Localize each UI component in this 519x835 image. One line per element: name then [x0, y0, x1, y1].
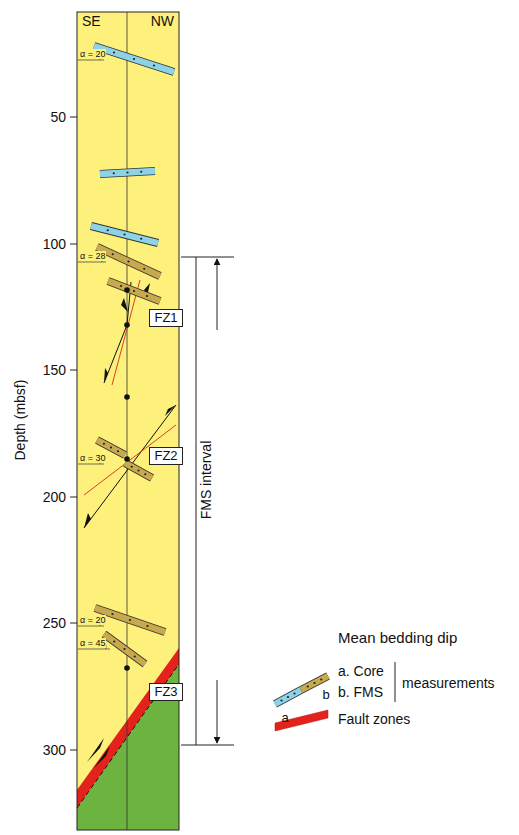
fault-zone-name: FZ1: [154, 311, 177, 326]
direction-label: NW: [151, 13, 174, 29]
legend-bracket: [395, 662, 396, 702]
depth-tick-label: 50: [50, 109, 66, 125]
legend-swatches: [275, 676, 328, 731]
sediment-column: [77, 12, 179, 830]
column-frame: [77, 12, 179, 830]
legend-swatch: [275, 710, 328, 731]
depth-tick-label: 250: [43, 615, 66, 631]
sample-letter: b: [322, 688, 329, 703]
fault-zone-tag: FZ1: [149, 309, 182, 328]
borehole-axis: [127, 12, 128, 830]
fault-base-line: [77, 664, 179, 808]
direction-label: SE: [82, 13, 101, 29]
depth-tick-label: 100: [43, 236, 66, 252]
legend-label: b. FMS: [338, 684, 383, 700]
axis-title: Depth (mbsf): [12, 380, 28, 461]
dip-angle-label: α = 20: [79, 49, 106, 59]
fault-zone-tag: FZ2: [149, 447, 182, 466]
legend-note: measurements: [402, 675, 495, 691]
fms-bracket: [181, 257, 234, 745]
fault-zone-name: FZ3: [154, 685, 177, 700]
dip-angle-label: α = 30: [79, 453, 106, 463]
fault-zone-tag: FZ3: [149, 683, 182, 702]
depth-tick-label: 150: [43, 362, 66, 378]
dip-angle-label: α = 20: [79, 615, 106, 625]
bedding-bars: [91, 46, 174, 671]
depth-tick-label: 200: [43, 489, 66, 505]
dip-angle-label: α = 28: [79, 251, 106, 261]
legend-title: Mean bedding dip: [338, 629, 457, 646]
fault-zone-name: FZ2: [154, 449, 177, 464]
angle-marks: [78, 55, 110, 649]
legend-label: Fault zones: [338, 711, 410, 727]
legend-label: a. Core: [338, 663, 384, 679]
depth-tick-label: 300: [43, 742, 66, 758]
basement-unit: [77, 664, 179, 830]
interval-label: FMS interval: [198, 440, 214, 521]
dip-angle-label: α = 45: [79, 638, 106, 648]
sample-letter: a: [281, 711, 288, 726]
fault-zone-band: [77, 648, 179, 808]
depth-ticks: [70, 117, 77, 750]
